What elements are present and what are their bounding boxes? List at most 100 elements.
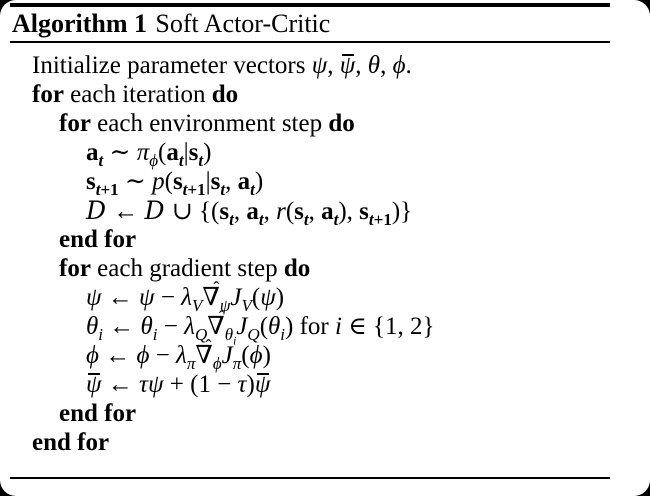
- plain-text: Initialize parameter vectors: [32, 52, 312, 79]
- math-symbol: τ: [237, 371, 247, 398]
- subscript: V: [192, 296, 202, 315]
- plain-text: ,: [233, 198, 247, 225]
- algorithm-line: end for: [0, 399, 650, 428]
- subscript: Q: [195, 325, 207, 344]
- math-symbol: at: [237, 168, 255, 199]
- subscript: t: [220, 180, 225, 199]
- math-symbol: Q: [247, 325, 260, 344]
- math-symbol: λQ: [184, 313, 208, 344]
- plain-text: ) for: [285, 313, 336, 340]
- plain-text: ,: [308, 198, 322, 225]
- math-symbol: ϕ: [136, 342, 150, 369]
- math-symbol: πϕ: [136, 139, 159, 170]
- subscript: t+1: [183, 180, 206, 199]
- math-symbol: i: [233, 334, 237, 348]
- plain-text: ): [246, 371, 255, 398]
- hat-accent: ˆ: [218, 307, 225, 327]
- plain-text: ∼: [118, 168, 153, 195]
- algorithm-line: end for: [0, 225, 650, 254]
- plain-text: (: [158, 139, 167, 166]
- plain-text: ←: [101, 371, 140, 398]
- math-symbol: π: [232, 354, 242, 373]
- subscript: t: [250, 180, 255, 199]
- plain-text: |: [183, 139, 189, 166]
- math-symbol: r: [276, 198, 286, 225]
- plain-text: ): [275, 284, 285, 311]
- plain-text: |: [205, 168, 211, 195]
- math-symbol: st: [294, 198, 309, 229]
- subscript: ψ: [220, 296, 231, 315]
- math-symbol: ψ: [311, 52, 328, 79]
- math-symbol: st: [188, 139, 204, 170]
- math-symbol: at: [246, 198, 264, 229]
- subscript: t: [179, 151, 184, 170]
- math-symbol: JV: [230, 284, 252, 315]
- math-symbol: ψ: [339, 52, 356, 79]
- math-symbol: t: [333, 210, 339, 229]
- math-symbol: Jπ: [221, 342, 242, 373]
- plain-text: )}: [391, 198, 413, 225]
- math-symbol: θ: [367, 52, 381, 79]
- plain-text: ),: [338, 198, 360, 225]
- plain-text: + (1 −: [163, 371, 238, 398]
- keyword-text: do: [283, 255, 311, 282]
- algorithm-line: for each gradient step do: [0, 254, 650, 283]
- hat-accent: ˆ: [213, 278, 220, 298]
- plain-text: ∈ {1, 2}: [341, 313, 435, 340]
- math-symbol: st+1: [86, 168, 119, 199]
- math-symbol: st: [219, 198, 234, 229]
- math-symbol: t: [229, 210, 234, 229]
- subscript: t+1: [369, 210, 392, 229]
- math-symbol: V: [241, 296, 252, 315]
- math-symbol: D: [144, 196, 165, 225]
- subscript: t: [198, 151, 203, 170]
- plain-text: −: [157, 313, 185, 340]
- algorithm-line: for each environment step do: [0, 109, 650, 138]
- algorithm-line: Initialize parameter vectors ψ, ψ, θ, ϕ.: [0, 51, 650, 80]
- math-symbol: Q: [194, 325, 208, 344]
- algorithm-line: D ← D ∪ {(st, at, r(st, at), st+1)}: [0, 196, 650, 229]
- subscript: i: [233, 334, 236, 347]
- title-divider-rule: [10, 41, 610, 43]
- math-symbol: ψ: [147, 371, 164, 398]
- subscript: t: [229, 210, 234, 229]
- math-symbol: t: [182, 180, 188, 199]
- plain-text: +1: [373, 210, 392, 229]
- plain-text: (: [259, 313, 269, 340]
- plain-text: −: [149, 342, 177, 369]
- math-symbol: st: [210, 168, 226, 199]
- algorithm-line: at ∼ πϕ(at|st): [0, 138, 650, 170]
- keyword-text: do: [211, 81, 239, 108]
- math-symbol: V: [192, 296, 203, 315]
- plain-text: (: [251, 284, 261, 311]
- math-symbol: ψ: [86, 371, 102, 398]
- math-symbol: t: [303, 210, 309, 229]
- algorithm-line: ψ ← τψ + (1 − τ)ψ: [0, 370, 650, 399]
- keyword-text: end for: [59, 400, 137, 427]
- math-symbol: ϕ: [392, 52, 406, 79]
- math-symbol: at: [321, 198, 339, 229]
- top-rule: [10, 3, 610, 7]
- math-symbol: λπ: [176, 342, 196, 373]
- plain-text: (: [285, 198, 295, 225]
- subscript: i: [280, 325, 285, 344]
- keyword-text: end for: [32, 429, 110, 456]
- math-symbol: i: [280, 325, 286, 344]
- math-symbol: i: [98, 325, 104, 344]
- plain-text: ˆ∇ϕ: [195, 336, 222, 373]
- plain-text: each iteration: [63, 81, 212, 108]
- math-symbol: st+1: [172, 168, 206, 199]
- math-symbol: ψ: [86, 284, 102, 311]
- math-symbol: π: [186, 354, 196, 373]
- plain-text: each gradient step: [90, 255, 284, 282]
- math-symbol: λV: [181, 284, 203, 315]
- subscript: t: [304, 210, 309, 229]
- math-symbol: θi: [86, 313, 104, 344]
- subscript: t: [259, 210, 264, 229]
- math-symbol: t: [95, 180, 101, 199]
- math-symbol: i: [335, 313, 342, 340]
- plain-text: ←: [101, 284, 140, 311]
- plain-text: ←: [107, 198, 145, 225]
- math-symbol: at: [166, 139, 184, 170]
